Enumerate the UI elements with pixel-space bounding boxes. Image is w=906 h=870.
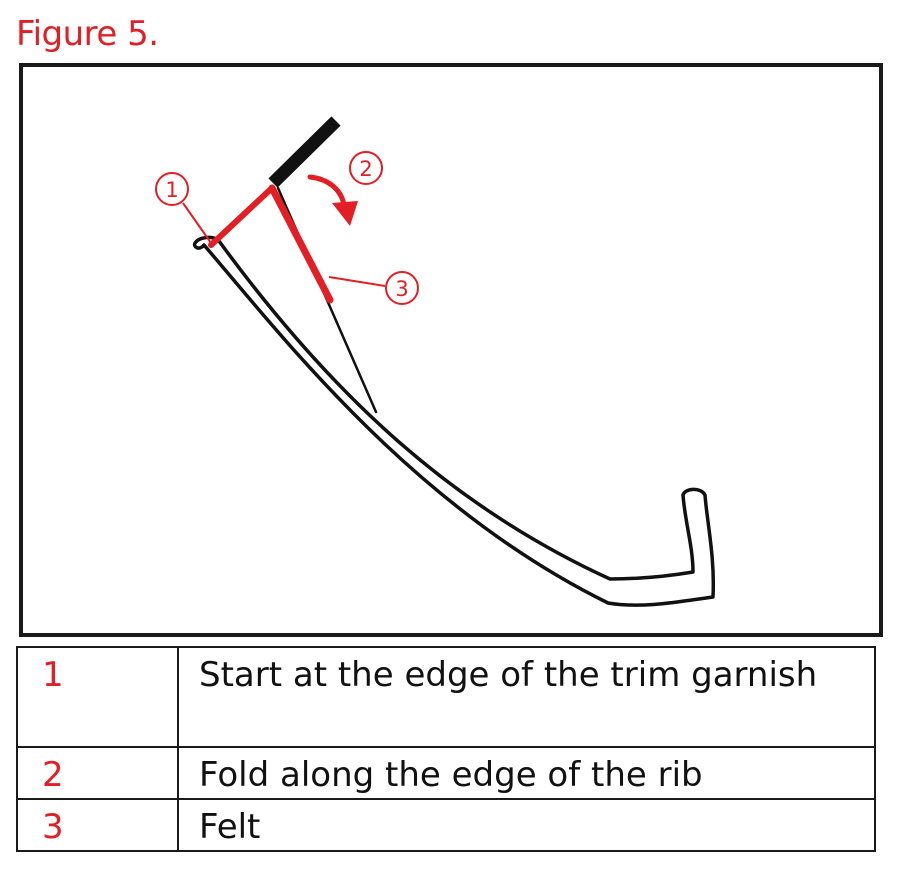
legend-text: Felt xyxy=(177,798,876,852)
callout-3-label: 3 xyxy=(395,277,408,301)
legend-text: Fold along the edge of the rib xyxy=(177,746,876,800)
legend-number: 2 xyxy=(16,746,179,800)
callout-2-circle xyxy=(349,151,383,185)
felt-left-segment xyxy=(208,185,275,248)
callout-2-label: 2 xyxy=(359,157,372,181)
felt-rib-segment xyxy=(268,184,334,304)
rib-top xyxy=(268,116,341,188)
legend-number: 3 xyxy=(16,798,179,852)
callout-1-circle xyxy=(155,172,189,206)
callout-1-label: 1 xyxy=(165,178,178,202)
legend-number: 1 xyxy=(16,646,179,748)
diagram-frame: 1 2 3 xyxy=(19,63,883,637)
trim-garnish-diagram: 1 2 3 xyxy=(155,116,716,607)
legend-text: Start at the edge of the trim garnish xyxy=(177,646,876,748)
callout-3-leader xyxy=(328,276,386,287)
fold-arrowhead-icon xyxy=(332,201,358,226)
legend-table: 1 Start at the edge of the trim garnish … xyxy=(16,646,876,852)
callout-1-leader xyxy=(182,202,212,244)
fold-arrow-icon xyxy=(307,174,347,208)
figure-title: Figure 5. xyxy=(16,14,159,54)
legend-row: 3 Felt xyxy=(16,798,876,852)
callout-3-circle xyxy=(385,271,419,305)
legend-row: 1 Start at the edge of the trim garnish xyxy=(16,646,876,748)
trim-garnish-outline xyxy=(192,235,716,607)
legend-row: 2 Fold along the edge of the rib xyxy=(16,746,876,800)
